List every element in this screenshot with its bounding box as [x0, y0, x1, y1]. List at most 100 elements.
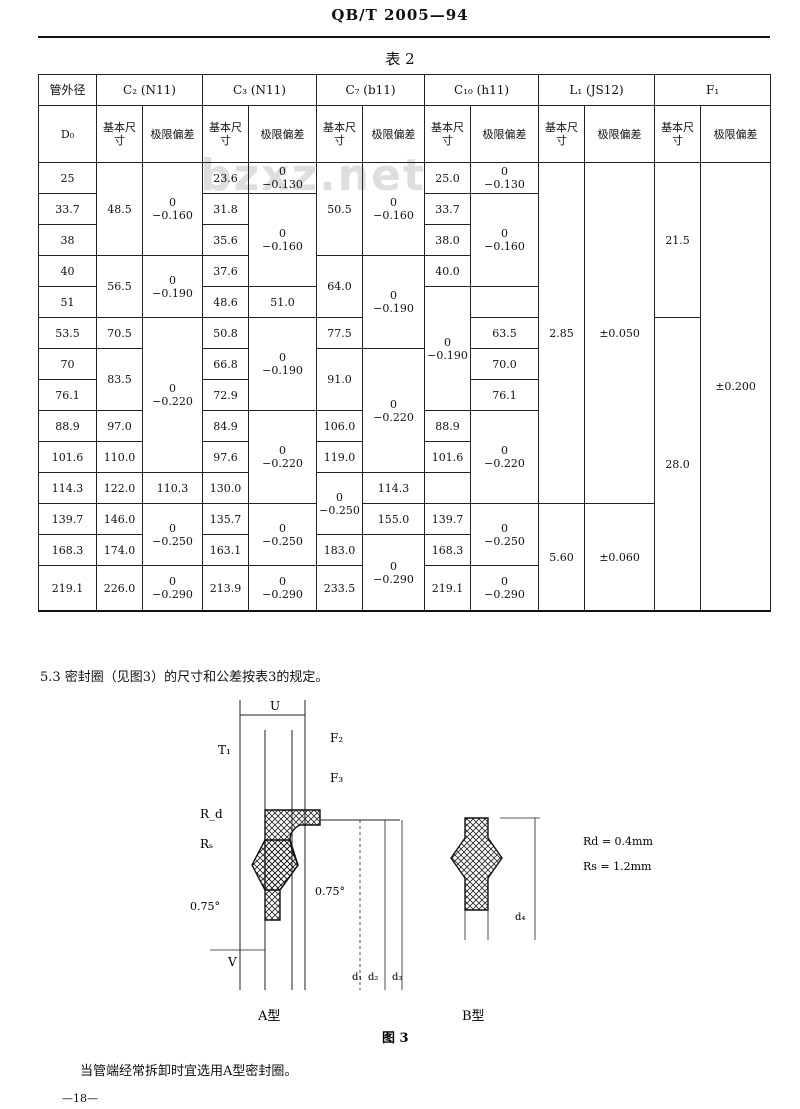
label-t1: T₁ [218, 743, 231, 757]
label-d2: d₂ [368, 972, 378, 983]
c2-dev: 0 −0.290 [141, 565, 204, 612]
c2-dev: 0 −0.190 [141, 255, 204, 318]
c3-dev: 0 −0.250 [248, 503, 318, 566]
label-angle-left: 0.75° [190, 900, 220, 913]
d0-cell: 101.6 [38, 441, 97, 473]
c3-basic: 97.6 [202, 441, 250, 473]
d0-cell: 114.3 [38, 472, 97, 504]
sub-basic: 基本尺寸 [316, 105, 364, 163]
c10-basic: 70.0 [470, 348, 540, 380]
c10-basic: 114.3 [362, 472, 426, 504]
d0-cell: 38 [38, 224, 97, 256]
c3-dev: 0 −0.190 [248, 317, 318, 411]
label-d1: d₁ [352, 972, 362, 983]
c10-dev: 0 −0.220 [470, 410, 540, 504]
c10-basic: 51.0 [248, 286, 318, 318]
sub-basic: 基本尺寸 [202, 105, 250, 163]
l1-basic: 5.60 [538, 503, 586, 612]
c10-basic: 101.6 [424, 441, 472, 473]
label-type-b: B型 [462, 1009, 485, 1024]
label-rs: Rₛ [200, 837, 213, 851]
sub-dev: 极限偏差 [584, 105, 656, 163]
d0-cell: 168.3 [38, 534, 97, 566]
c3-basic: 48.6 [202, 286, 250, 318]
d0-cell: 33.7 [38, 193, 97, 225]
sub-basic: 基本尺寸 [654, 105, 702, 163]
label-rd: R_d [200, 807, 223, 821]
label-u: U [270, 699, 280, 713]
c10-dev: 0 −0.190 [424, 286, 472, 411]
sub-basic: 基本尺寸 [424, 105, 472, 163]
d0-cell: 88.9 [38, 410, 97, 442]
section-5-3: 5.3 密封圈（见图3）的尺寸和公差按表3的规定。 [40, 670, 329, 685]
c3-basic: 31.8 [202, 193, 250, 225]
c10-basic: 25.0 [424, 162, 472, 194]
c2-dev: 0 −0.220 [141, 317, 204, 473]
c7-basic: 106.0 [316, 410, 364, 442]
c7-dev: 0 −0.220 [362, 348, 426, 473]
note-rs: Rs = 1.2mm [583, 860, 652, 873]
col-header-l1: L₁ (JS12) [538, 74, 656, 106]
label-f2: F₂ [330, 731, 343, 745]
type-a-seal [210, 700, 403, 990]
c10-dev: 0 −0.290 [470, 565, 540, 612]
c7-basic: 77.5 [316, 317, 364, 349]
c3-basic: 110.3 [141, 472, 204, 504]
d0-cell: 139.7 [38, 503, 97, 535]
c10-dev: 0 −0.130 [470, 162, 540, 194]
c7-dev: 0 −0.190 [362, 255, 426, 349]
c10-dev: 0 −0.250 [470, 503, 540, 566]
c2-basic: 83.5 [96, 348, 143, 411]
c10-basic: 33.7 [424, 193, 472, 225]
c3-dev: 0 −0.290 [248, 565, 318, 612]
sub-dev: 极限偏差 [248, 105, 318, 163]
c2-basic: 122.0 [96, 472, 143, 504]
c7-basic: 183.0 [316, 534, 364, 566]
l1-dev: ±0.050 [584, 162, 656, 504]
c3-basic: 37.6 [202, 255, 250, 287]
col-header-c2: C₂ (N11) [95, 74, 204, 106]
f1-dev: ±0.200 [700, 162, 772, 612]
d0-cell: 53.5 [38, 317, 97, 349]
d0-cell: 76.1 [38, 379, 97, 411]
d0-cell: 25 [38, 162, 97, 194]
c2-basic: 97.0 [96, 410, 143, 442]
col-header-f1: F₁ [654, 74, 772, 106]
c7-basic: 119.0 [316, 441, 364, 473]
c7-basic: 130.0 [202, 472, 250, 504]
d0-cell: 51 [38, 286, 97, 318]
c3-dev: 0 −0.160 [248, 193, 318, 287]
sub-dev: 极限偏差 [470, 105, 540, 163]
c3-basic: 23.6 [202, 162, 250, 194]
note-rd: Rd = 0.4mm [583, 835, 653, 848]
c7-dev: 0 −0.250 [316, 472, 364, 535]
c3-basic: 35.6 [202, 224, 250, 256]
f1-basic: 21.5 [654, 162, 702, 318]
c3-basic: 84.9 [202, 410, 250, 442]
sub-basic: 基本尺寸 [538, 105, 586, 163]
label-f3: F₃ [330, 771, 343, 785]
usage-note: 当管端经常拆卸时宜选用A型密封圈。 [80, 1064, 298, 1079]
type-b-seal [450, 817, 540, 940]
c7-dev: 0 −0.290 [362, 534, 426, 612]
c2-basic: 226.0 [96, 565, 143, 612]
c3-basic: 163.1 [202, 534, 250, 566]
label-angle-right: 0.75° [315, 885, 345, 898]
label-type-a: A型 [257, 1009, 280, 1024]
c7-basic: 50.5 [316, 162, 364, 256]
f1-basic: 28.0 [654, 317, 702, 612]
col-sub-d0: D₀ [38, 105, 97, 163]
c3-basic: 66.8 [202, 348, 250, 380]
c2-basic: 110.0 [96, 441, 143, 473]
sub-basic: 基本尺寸 [96, 105, 143, 163]
c3-basic: 72.9 [202, 379, 250, 411]
table-title: 表 2 [385, 50, 415, 68]
c10-basic: 88.9 [424, 410, 472, 442]
c2-basic: 56.5 [96, 255, 143, 318]
col-header-c3: C₃ (N11) [202, 74, 318, 106]
c7-basic: 64.0 [316, 255, 364, 318]
c10-basic: 76.1 [470, 379, 540, 411]
d0-cell: 219.1 [38, 565, 97, 612]
c10-basic: 139.7 [424, 503, 472, 535]
c10-basic: 38.0 [424, 224, 472, 256]
